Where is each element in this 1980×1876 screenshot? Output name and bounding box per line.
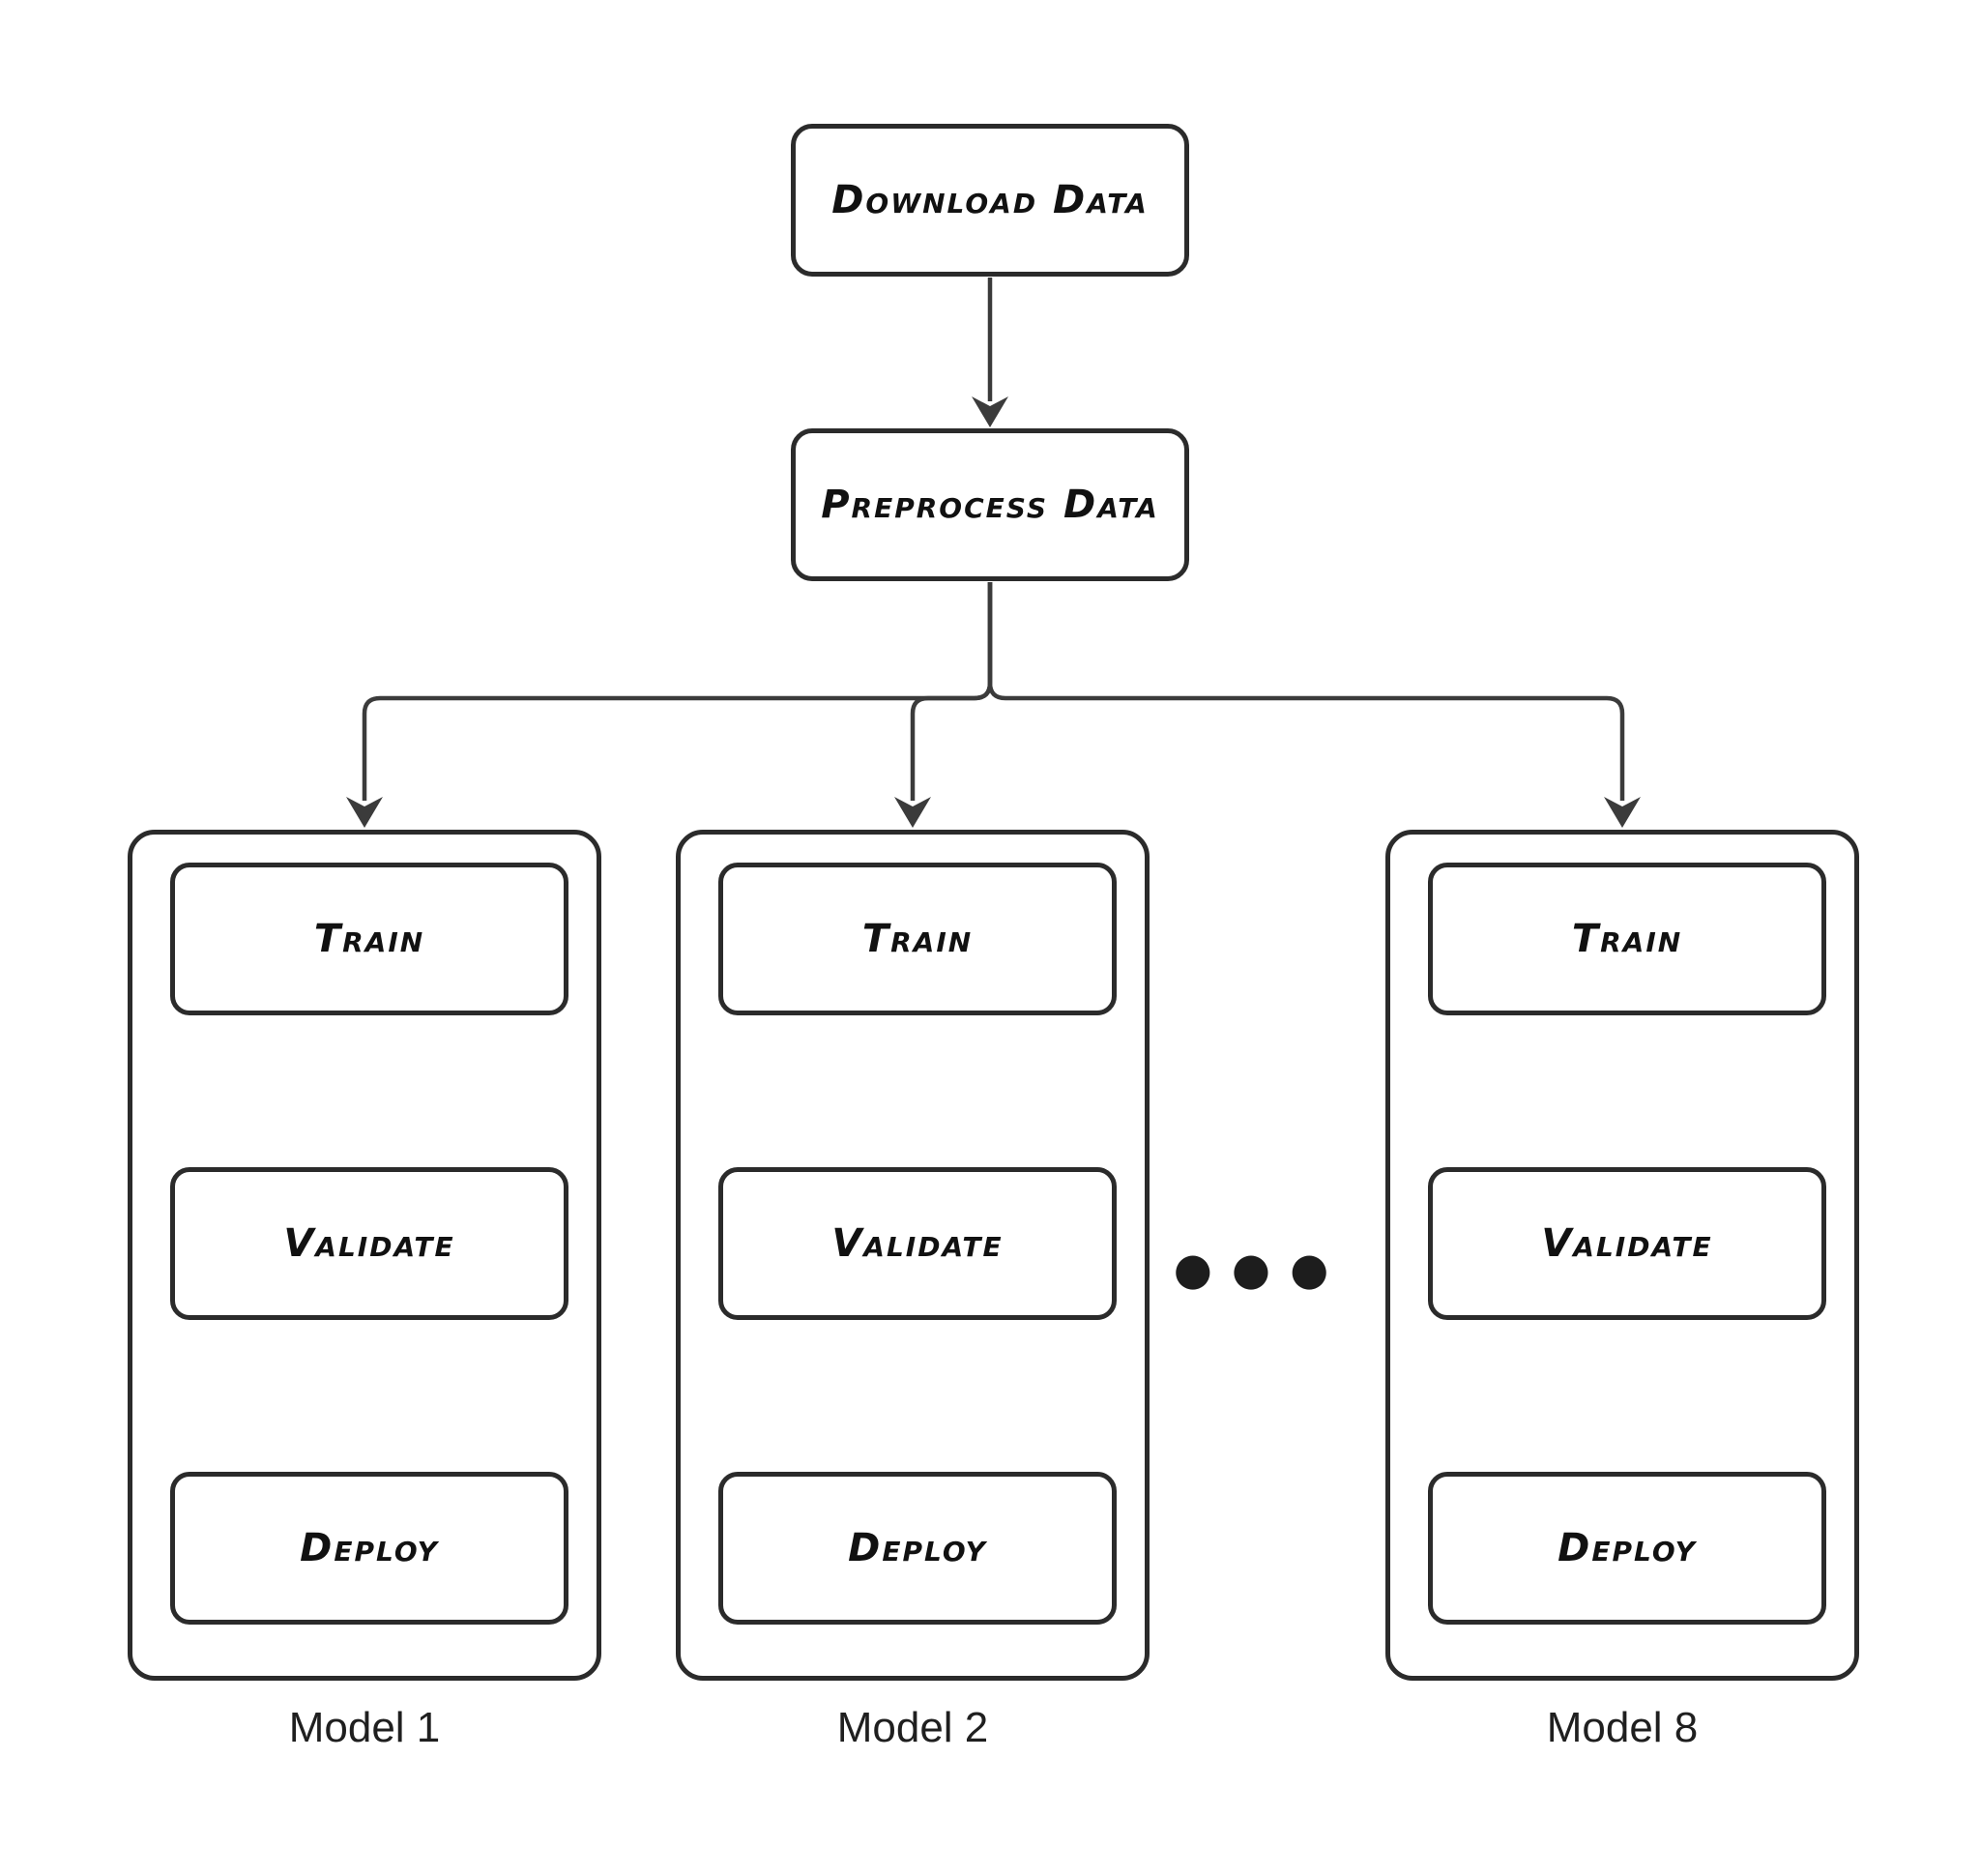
model-1-step-train: Train [170,863,568,1015]
model-1-label: Model 1 [288,1704,441,1751]
node-preprocess-data: Preprocess Data [791,428,1189,581]
model-2-step-train: Train [718,863,1117,1015]
edge-preprocess-to-model-1 [362,582,993,801]
edge-preprocess-to-model-2 [910,582,993,801]
model-8-container: Train Validate Deploy [1385,830,1859,1681]
model-2-container: Train Validate Deploy [676,830,1150,1681]
model-1-container: Train Validate Deploy [128,830,601,1681]
model-8-label: Model 8 [1546,1704,1699,1751]
arrowhead-into-preprocess [972,396,1008,427]
model-1-step-validate-label: Validate [283,1221,455,1266]
model-8-step-train: Train [1428,863,1826,1015]
model-2-step-deploy: Deploy [718,1472,1117,1625]
model-2-label: Model 2 [836,1704,989,1751]
arrowhead-into-model-2 [894,797,931,828]
model-2-step-validate: Validate [718,1167,1117,1320]
edge-preprocess-to-model-8 [987,582,1625,801]
model-2-step-train-label: Train [861,917,974,961]
model-2-step-validate-label: Validate [831,1221,1004,1266]
ellipsis-dots: ●●● [1173,1243,1349,1295]
node-download-data-label: Download Data [831,178,1149,222]
arrowhead-into-model-1 [346,797,383,828]
model-1-step-deploy: Deploy [170,1472,568,1625]
model-8-step-deploy: Deploy [1428,1472,1826,1625]
model-8-step-deploy-label: Deploy [1558,1526,1697,1570]
model-8-step-validate-label: Validate [1541,1221,1713,1266]
model-8-step-train-label: Train [1571,917,1683,961]
model-1-step-validate: Validate [170,1167,568,1320]
arrowhead-into-model-8 [1604,797,1641,828]
node-download-data: Download Data [791,124,1189,277]
model-8-step-validate: Validate [1428,1167,1826,1320]
model-1-step-deploy-label: Deploy [300,1526,439,1570]
model-1-step-train-label: Train [313,917,425,961]
model-2-step-deploy-label: Deploy [848,1526,987,1570]
node-preprocess-data-label: Preprocess Data [821,483,1159,527]
